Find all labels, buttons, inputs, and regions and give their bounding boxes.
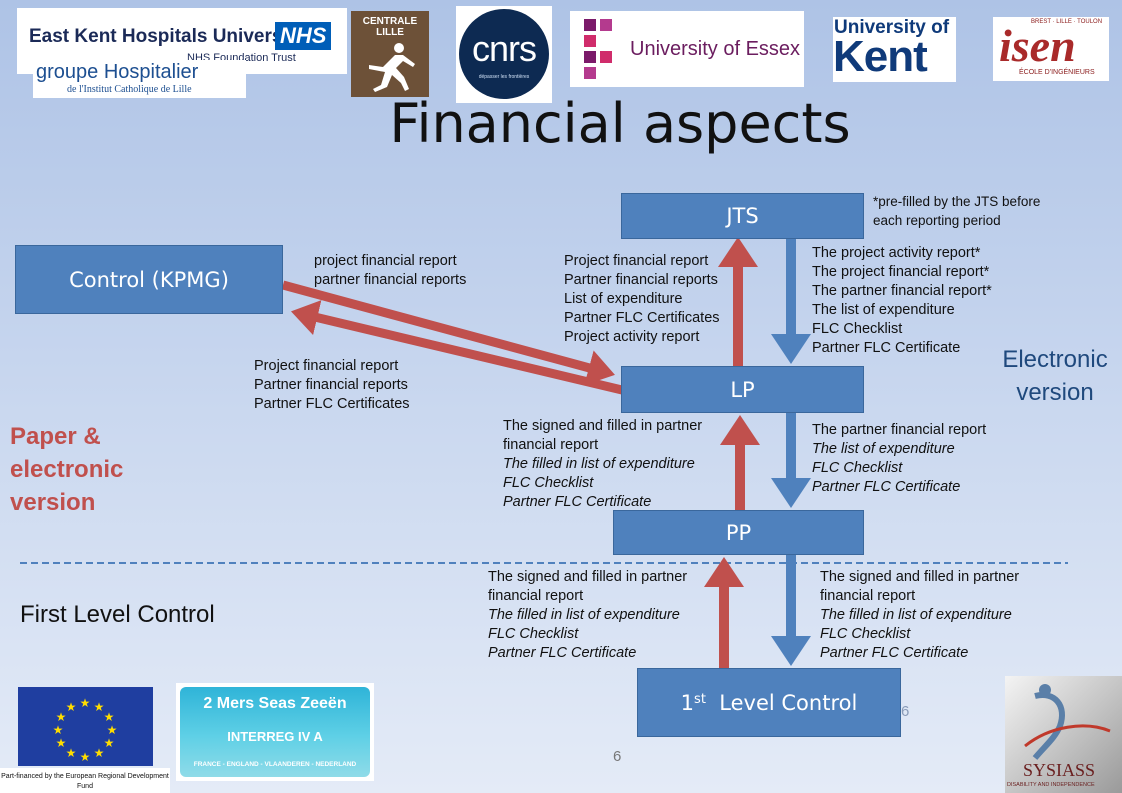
pp-box: PP [613, 510, 864, 555]
svg-text:★: ★ [80, 750, 91, 764]
svg-text:★: ★ [107, 723, 118, 737]
ekhu-name: East Kent Hospitals University [29, 26, 305, 47]
essex-logo: University of Essex [570, 11, 804, 87]
svg-text:★: ★ [80, 696, 91, 710]
kent-logo: University of Kent [833, 17, 956, 82]
svg-text:★: ★ [56, 736, 67, 750]
ghicl-top: groupe Hospitalier [36, 61, 199, 83]
cnrs-text: cnrs [471, 28, 537, 69]
interreg-bottom: FRANCE - ENGLAND - VLAANDEREN - NEDERLAN… [193, 761, 357, 768]
isen-text: isen [999, 20, 1076, 71]
svg-text:★: ★ [53, 723, 64, 737]
essex-text: University of Essex [630, 38, 801, 60]
arrow-lp-to-control [290, 300, 624, 395]
nhs-badge: NHS [275, 22, 332, 50]
erdf-caption: Part-financed by the European Regional D… [0, 768, 170, 793]
interreg-top: 2 Mers Seas Zeeën [203, 695, 347, 712]
cnrs-logo: cnrs dépasser les frontières [456, 6, 552, 103]
sysiass-text: SYSIASS [1023, 760, 1096, 780]
svg-text:★: ★ [104, 736, 115, 750]
svg-text:★: ★ [94, 746, 105, 760]
interreg-mid: INTERREG IV A [227, 729, 323, 744]
centrale-lille-logo: CENTRALE LILLE [351, 11, 429, 97]
jts-box: JTS [621, 193, 864, 239]
kent-top: University of [834, 17, 950, 38]
kent-big: Kent [833, 32, 928, 81]
isen-logo: BREST · LILLE · TOULON isen ÉCOLE D'INGÉ… [993, 17, 1109, 81]
isen-sub: ÉCOLE D'INGÉNIEURS [1019, 69, 1095, 76]
first-level-control-label: First Level Control [20, 601, 215, 628]
centrale-text: CENTRALE LILLE [362, 16, 418, 38]
jts-to-lp-note: The project activity report*The project … [812, 245, 992, 356]
sysiass-figure-icon [1024, 684, 1111, 760]
sysiass-logo: SYSIASS DISABILITY AND INDEPENDENCE [1005, 676, 1122, 793]
svg-text:★: ★ [66, 700, 77, 714]
page-number: 6 [613, 748, 622, 765]
lp-box: LP [621, 366, 864, 413]
page-number-ghost: 6 [901, 703, 910, 720]
ghicl-logo: groupe Hospitalier de l'Institut Catholi… [33, 60, 246, 98]
arrow-control-to-lp [281, 280, 615, 386]
interreg-logo: 2 Mers Seas Zeeën INTERREG IV A FRANCE -… [176, 683, 374, 781]
svg-text:★: ★ [94, 700, 105, 714]
eu-flag: ★★★★ ★★★★ ★★★★ [18, 687, 153, 766]
runner-icon [369, 43, 415, 92]
essex-mark-icon [584, 19, 612, 79]
flc-post: Level Control [719, 690, 858, 715]
cnrs-tag: dépasser les frontières [478, 74, 530, 80]
flc-sup: st [694, 692, 706, 707]
flc-pre: 1 [680, 690, 695, 715]
isen-top: BREST · LILLE · TOULON [1031, 19, 1103, 25]
svg-text:★: ★ [66, 746, 77, 760]
eu-stars-icon: ★★★★ ★★★★ ★★★★ [53, 696, 118, 764]
sysiass-sub: DISABILITY AND INDEPENDENCE [1007, 782, 1095, 788]
control-kpmg-box: Control (KPMG) [15, 245, 283, 314]
svg-text:★: ★ [104, 710, 115, 724]
ghicl-sub: de l'Institut Catholique de Lille [67, 84, 192, 95]
svg-text:★: ★ [56, 710, 67, 724]
lp-to-pp-note: The partner financial report The list of… [812, 422, 987, 495]
page-title: Financial aspects [389, 92, 851, 155]
